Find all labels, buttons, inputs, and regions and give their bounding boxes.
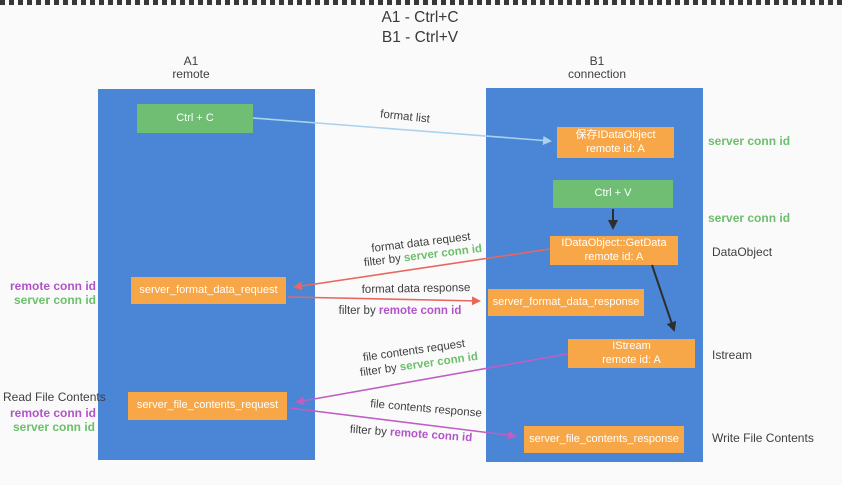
save-idataobject-line1: 保存IDataObject [575, 129, 656, 141]
title-line-2: B1 - Ctrl+V [381, 29, 459, 46]
remote-conn-id-key: remote conn id [389, 426, 473, 445]
machine-boundary-dotted-line [0, 0, 842, 5]
filter-by-text: filter by [338, 305, 376, 317]
lifeline-b-role: connection [567, 67, 627, 81]
lifeline-a-role: remote [172, 67, 210, 81]
format-data-response-filter-label: filter by remote conn id [339, 305, 462, 317]
lifeline-a-name: A1 [183, 54, 199, 68]
server-conn-id-annotation-top: server conn id [708, 134, 791, 148]
istream-line2: remote id: A [602, 353, 661, 366]
write-file-contents-annotation: Write File Contents [712, 431, 814, 445]
save-idataobject-box: 保存IDataObject remote id: A [557, 127, 674, 158]
ctrl-v-action-box: Ctrl + V [553, 180, 673, 208]
format-data-response-arrow [287, 296, 481, 306]
remote-conn-id-annotation-left-2: remote conn id [10, 406, 97, 420]
server-file-contents-response-label: server_file_contents_response [529, 432, 679, 445]
istream-line1: IStream [612, 340, 651, 352]
server-format-data-request-box: server_format_data_request [131, 277, 286, 304]
server-file-contents-response-box: server_file_contents_response [524, 426, 684, 453]
filter-by-text: filter by [363, 252, 402, 270]
server-file-contents-request-label: server_file_contents_request [136, 399, 279, 412]
dataobject-annotation: DataObject [712, 245, 773, 259]
idataobject-getdata-line1: IDataObject::GetData [561, 237, 667, 249]
remote-conn-id-annotation-left-1: remote conn id [9, 279, 96, 293]
istream-annotation: Istream [712, 348, 753, 362]
ctrl-v-label: Ctrl + V [594, 187, 632, 200]
ctrl-c-action-box: Ctrl + C [137, 104, 253, 133]
server-format-data-response-label: server_format_data_response [492, 295, 640, 308]
ctrl-c-label: Ctrl + C [176, 111, 214, 124]
filter-by-text: filter by [349, 423, 388, 439]
lifeline-a-header: A1 remote [131, 55, 251, 81]
save-idataobject-line2: remote id: A [586, 142, 645, 155]
idataobject-getdata-line2: remote id: A [584, 250, 644, 263]
server-conn-id-annotation-mid: server conn id [708, 211, 791, 225]
server-conn-id-annotation-left-1: server conn id [13, 293, 96, 307]
server-file-contents-request-box: server_file_contents_request [128, 392, 287, 420]
server-format-data-request-label: server_format_data_request [139, 283, 278, 296]
lifeline-b-name: B1 [589, 54, 605, 68]
title-line-1: A1 - Ctrl+C [381, 9, 459, 26]
remote-conn-id-key: remote conn id [378, 305, 462, 317]
server-conn-id-annotation-left-2: server conn id [12, 420, 95, 434]
server-format-data-response-box: server_format_data_response [488, 289, 644, 316]
filter-by-text: filter by [359, 362, 398, 380]
file-contents-response-filter-label: filter by remote conn id [349, 424, 472, 445]
lifeline-b-header: B1 connection [537, 55, 657, 81]
istream-box: IStream remote id: A [568, 339, 695, 368]
diagram-title: A1 - Ctrl+C B1 - Ctrl+V [290, 8, 550, 48]
format-list-label: format list [379, 108, 431, 126]
idataobject-getdata-box: IDataObject::GetData remote id: A [550, 236, 678, 265]
file-contents-response-label: file contents response [369, 398, 483, 420]
format-data-response-label: format data response [361, 282, 471, 296]
read-file-contents-annotation: Read File Contents [3, 390, 106, 404]
